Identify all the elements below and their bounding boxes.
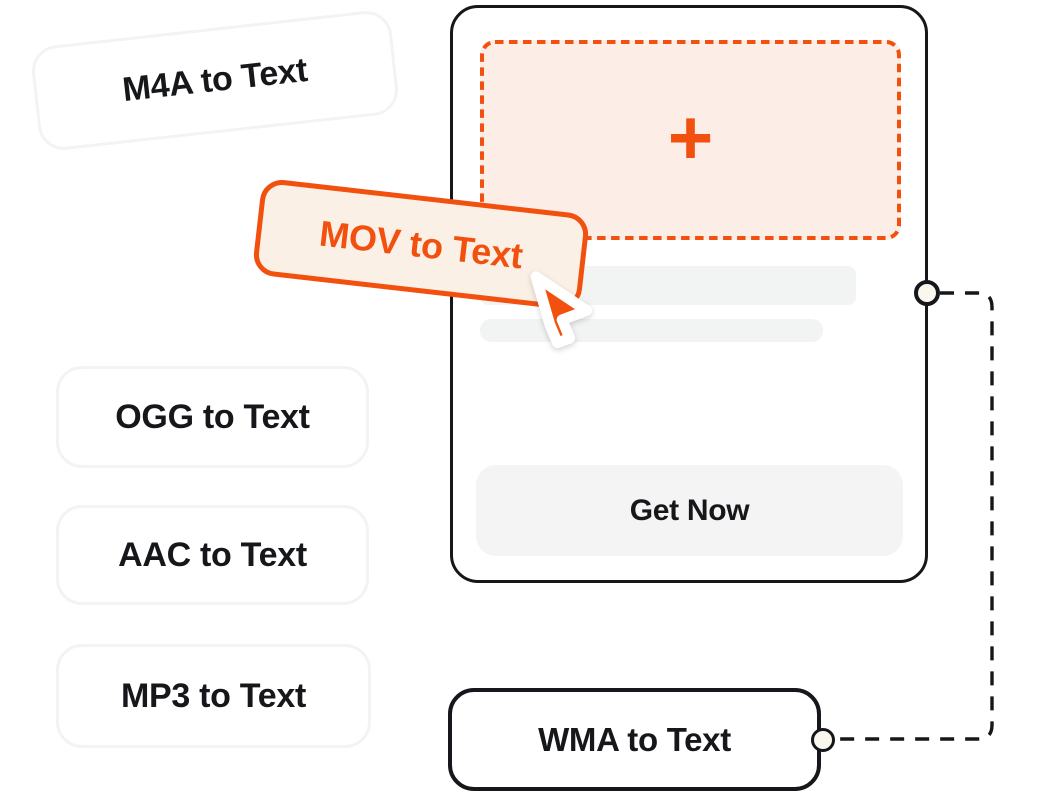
get-now-label: Get Now bbox=[629, 493, 750, 527]
pill-ogg-to-text[interactable]: OGG to Text bbox=[56, 366, 369, 468]
pill-ogg-label: OGG to Text bbox=[115, 397, 310, 436]
plus-icon: + bbox=[667, 93, 714, 181]
placeholder-line-2 bbox=[480, 319, 823, 342]
pill-mp3-label: MP3 to Text bbox=[121, 676, 306, 715]
pill-wma-to-text[interactable]: WMA to Text bbox=[448, 688, 821, 791]
pill-aac-to-text[interactable]: AAC to Text bbox=[56, 505, 369, 605]
pill-mp3-to-text[interactable]: MP3 to Text bbox=[56, 644, 371, 748]
connector-node-card bbox=[914, 280, 940, 306]
pill-aac-label: AAC to Text bbox=[118, 535, 307, 574]
upload-dropzone[interactable]: + bbox=[480, 40, 901, 240]
pill-m4a-to-text[interactable]: M4A to Text bbox=[29, 8, 401, 153]
pill-m4a-label: M4A to Text bbox=[120, 50, 310, 110]
pill-mov-label: MOV to Text bbox=[317, 212, 525, 276]
pill-wma-label: WMA to Text bbox=[538, 720, 731, 758]
get-now-button[interactable]: Get Now bbox=[476, 465, 903, 556]
dropzone-dashed-border bbox=[480, 40, 901, 240]
connector-node-wma bbox=[811, 728, 835, 752]
